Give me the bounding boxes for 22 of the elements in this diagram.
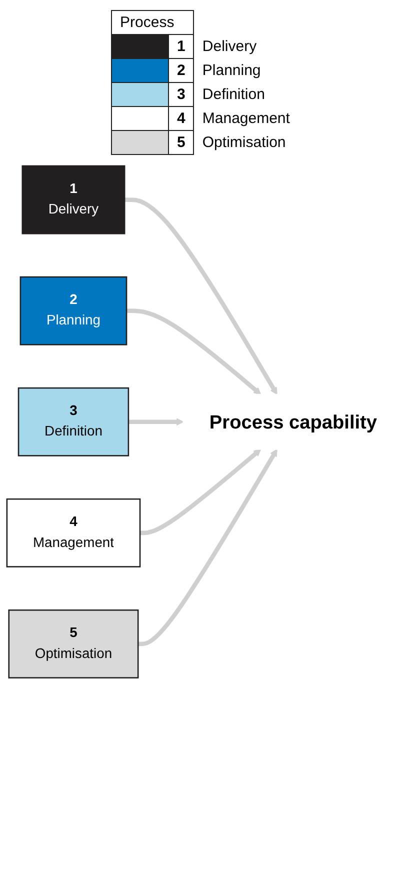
- node-text: Process capability: [209, 411, 378, 433]
- legend-label: Delivery: [194, 34, 298, 58]
- node-box: 5 Optimisation: [8, 609, 139, 678]
- legend-label: Optimisation: [194, 130, 298, 154]
- arrow: [140, 448, 262, 536]
- arrow: [124, 198, 278, 395]
- node-box: 3 Definition: [18, 387, 130, 456]
- level-number: 4: [168, 106, 194, 130]
- legend-label: Planning: [194, 58, 298, 82]
- legend-label: Management: [194, 106, 298, 130]
- level-number: 3: [168, 82, 194, 106]
- level-number: 2: [168, 58, 194, 82]
- level-number: 1: [168, 34, 194, 58]
- arrow: [138, 448, 278, 646]
- node-box: 4 Management: [6, 498, 141, 568]
- table-header: Process: [112, 10, 194, 34]
- legend-label: Definition: [194, 82, 298, 106]
- arrow: [126, 308, 262, 395]
- level-number: 5: [168, 130, 194, 154]
- node-box: 2 Planning: [20, 276, 128, 346]
- arrow: [128, 418, 184, 426]
- node-box: 1 Delivery: [22, 165, 126, 234]
